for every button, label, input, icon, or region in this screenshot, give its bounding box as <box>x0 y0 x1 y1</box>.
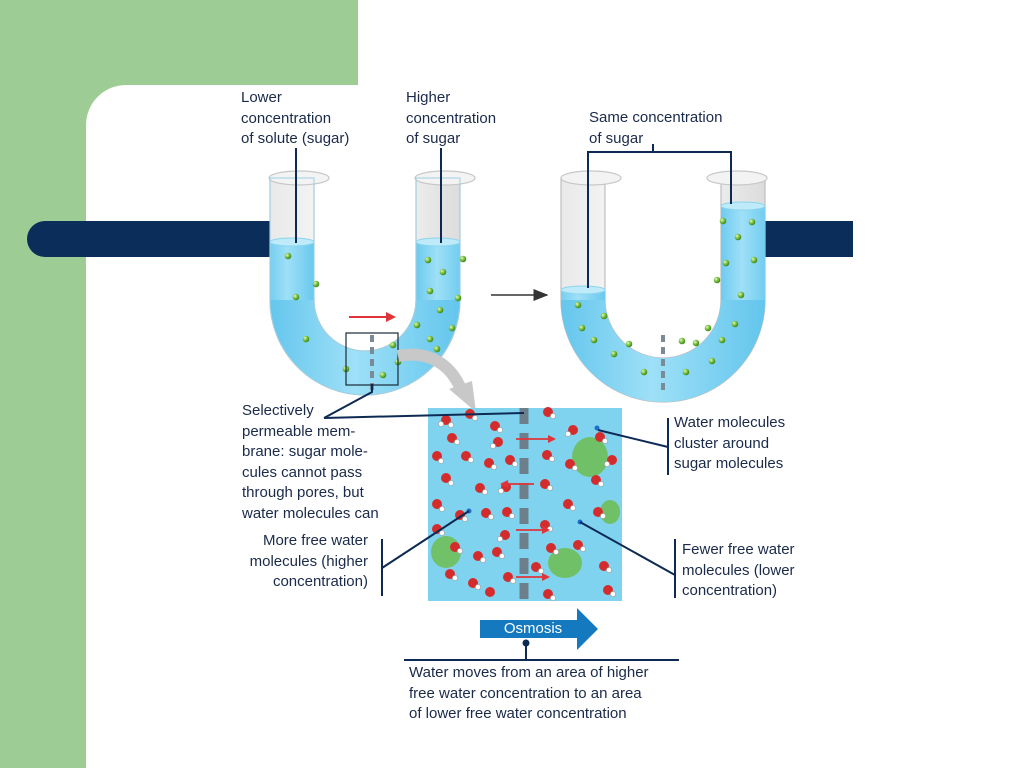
label-higher-concentration: Higher concentration of sugar <box>406 89 497 147</box>
navy-bar-right <box>760 221 853 257</box>
leader-lines <box>295 144 732 661</box>
osmosis-label: Osmosis <box>503 620 563 637</box>
label-water-moves: Water moves from an area of higher free … <box>409 664 649 722</box>
osmosis-arrow <box>480 608 598 650</box>
label-fewer-free-water: Fewer free water molecules (lower concen… <box>682 541 795 599</box>
membrane-zoom-panel <box>428 407 622 601</box>
water-molecules <box>432 407 617 601</box>
label-membrane: Selectively permeable mem- brane: sugar … <box>242 402 379 522</box>
navy-bar-left <box>27 221 275 257</box>
label-more-free-water: More free water molecules (higher concen… <box>249 532 368 590</box>
label-lower-concentration: Lower concentration of solute (sugar) <box>241 89 350 147</box>
label-cluster: Water molecules cluster around sugar mol… <box>674 414 786 472</box>
label-same-concentration: Same concentration of sugar <box>589 109 723 147</box>
